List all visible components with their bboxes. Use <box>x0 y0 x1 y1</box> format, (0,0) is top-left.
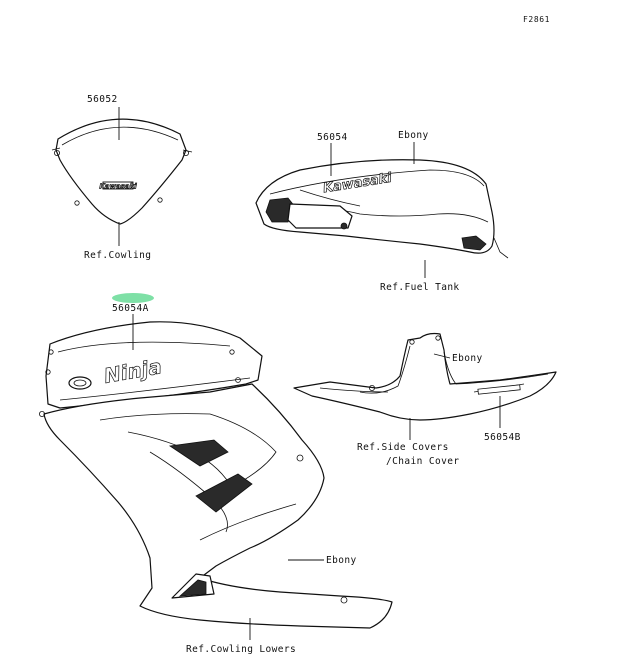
label-ref-cowling: Ref.Cowling <box>84 250 151 261</box>
windshield-part[interactable] <box>51 118 193 225</box>
side-cover-decal[interactable] <box>477 384 521 395</box>
label-ebony-side: Ebony <box>452 353 483 364</box>
fuel-tank-part[interactable] <box>255 159 509 259</box>
label-ref-fuel-tank: Ref.Fuel Tank <box>380 282 460 293</box>
label-56052: 56052 <box>87 94 118 105</box>
label-56054b: 56054B <box>484 432 521 443</box>
label-ebony-tank: Ebony <box>398 130 429 141</box>
label-chain-cover: /Chain Cover <box>386 456 459 467</box>
label-ref-side-covers: Ref.Side Covers <box>357 442 449 453</box>
label-ref-cowling-lowers: Ref.Cowling Lowers <box>186 644 296 655</box>
leader-ebony-side <box>433 353 451 359</box>
figure-id: F2861 <box>523 15 550 24</box>
label-56054a: 56054A <box>112 303 149 314</box>
windshield-decal-text: Kawasaki <box>99 183 137 191</box>
cowling-assembly-part[interactable] <box>39 321 393 629</box>
label-ebony-lower: Ebony <box>326 555 357 566</box>
part-highlight-marker <box>112 293 154 303</box>
side-cover-part[interactable] <box>293 332 557 421</box>
windshield-decal[interactable]: Kawasaki <box>99 181 138 191</box>
label-56054: 56054 <box>317 132 348 143</box>
